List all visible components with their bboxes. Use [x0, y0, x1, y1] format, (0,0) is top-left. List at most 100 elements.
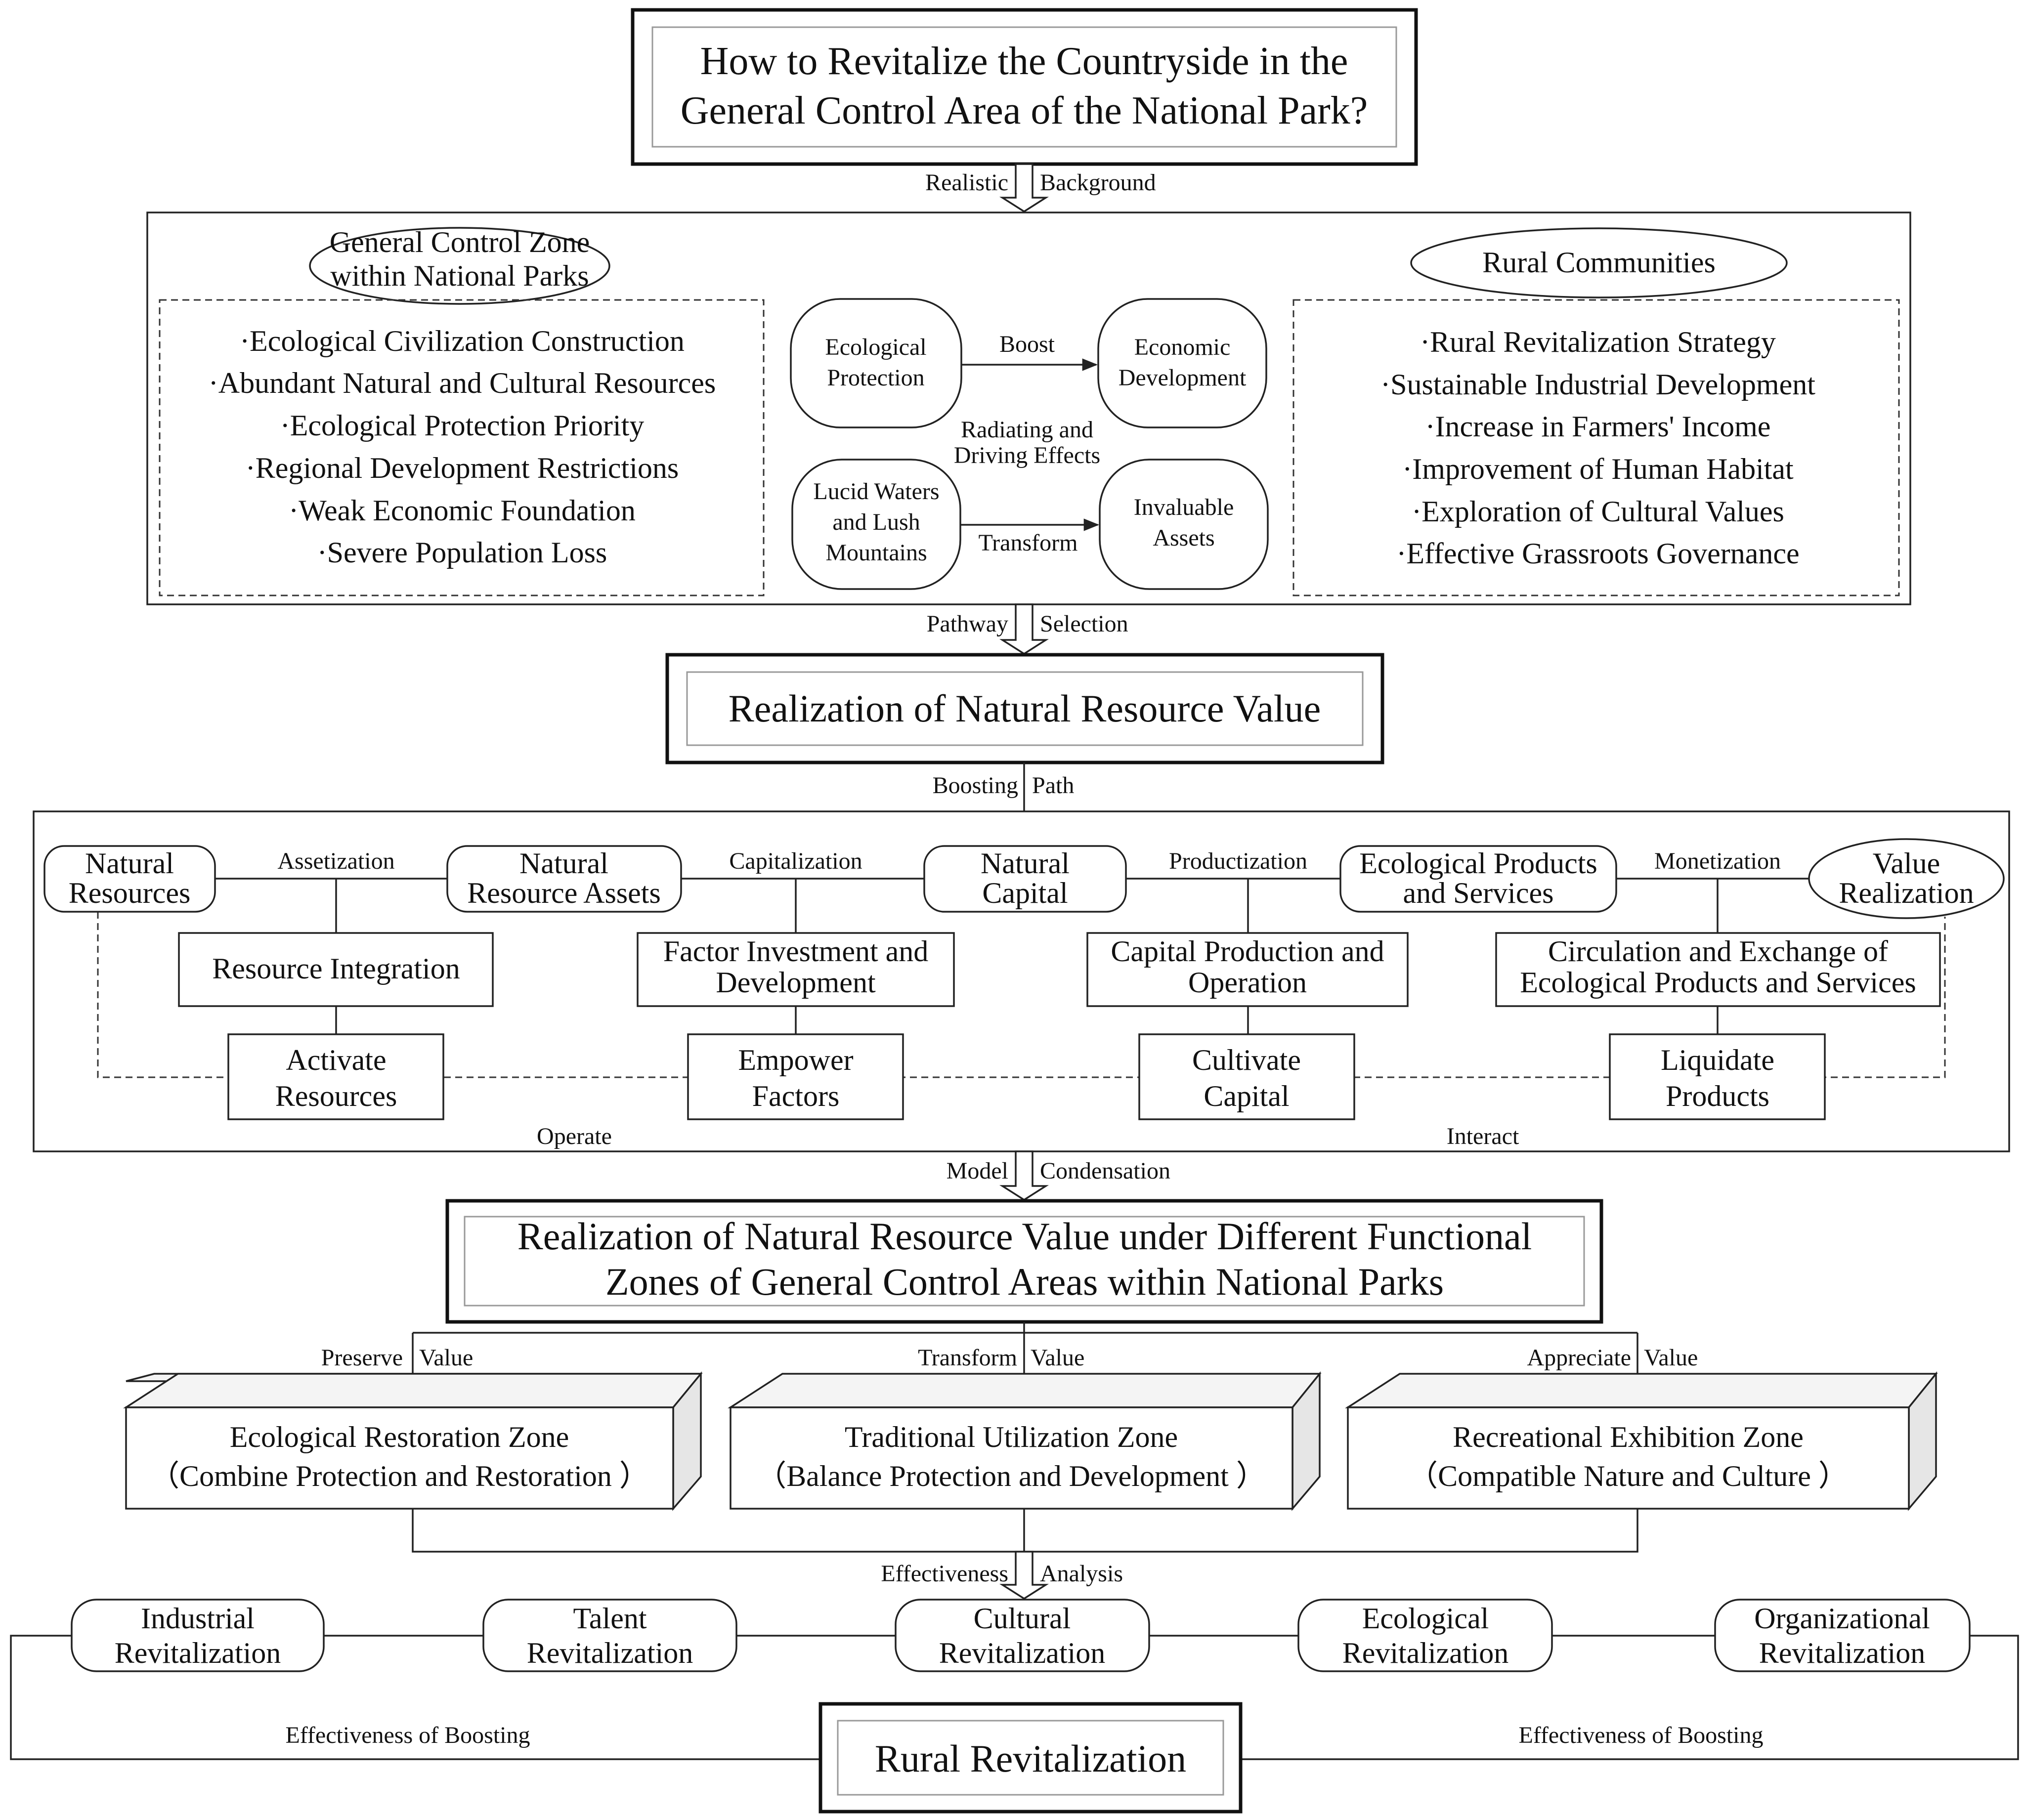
- final-title: Rural Revitalization: [875, 1737, 1186, 1780]
- action-activate-resources: Activate Resources: [227, 1033, 444, 1120]
- economic-development-line2: Development: [1119, 365, 1247, 391]
- action-3-line2: Products: [1666, 1080, 1769, 1112]
- revitalization-0-line2: Revitalization: [115, 1637, 281, 1669]
- left-title-ellipse: [309, 227, 610, 305]
- stage-1-line1: Natural: [519, 847, 608, 880]
- connector-label-selection: Selection: [1040, 611, 1128, 637]
- nrv-title: Realization of Natural Resource Value: [729, 687, 1321, 730]
- process-3-line1: Circulation and Exchange of: [1548, 935, 1888, 968]
- left-item-0: ·Ecological Civilization Construction: [240, 325, 685, 357]
- revitalization-0-line1: Industrial: [141, 1602, 255, 1635]
- action-2-line2: Capital: [1204, 1080, 1289, 1112]
- ecological-protection-node: [790, 298, 962, 428]
- lucid-waters-line3: Mountains: [825, 540, 927, 566]
- stage-2-line1: Natural: [981, 847, 1070, 880]
- zones-title-box: Realization of Natural Resource Value un…: [445, 1199, 1603, 1324]
- process-factor-investment: Factor Investment and Development: [637, 932, 955, 1007]
- zone-2-connector-left: Appreciate: [1527, 1345, 1631, 1371]
- boosting-right-label: Effectiveness of Boosting: [1518, 1722, 1763, 1748]
- revitalization-cultural: Cultural Revitalization: [895, 1599, 1150, 1672]
- lucid-waters-line1: Lucid Waters: [813, 478, 939, 505]
- process-resource-integration: Resource Integration: [178, 932, 494, 1007]
- economic-development-line1: Economic: [1134, 334, 1231, 360]
- left-panel: General Control Zone within National Par…: [159, 226, 765, 596]
- top-question-line2: General Control Area of the National Par…: [681, 89, 1368, 132]
- stage-natural-resources: Natural Resources: [43, 845, 216, 913]
- zone-2-detail: （Compatible Nature and Culture ）: [1408, 1460, 1848, 1492]
- action-3-line1: Liquidate: [1661, 1044, 1774, 1076]
- boost-label: Boost: [999, 331, 1055, 357]
- left-item-2: ·Ecological Protection Priority: [280, 409, 645, 442]
- stage-2-line2: Capital: [982, 877, 1068, 909]
- connector-pathway-selection: Pathway Selection: [927, 603, 1128, 655]
- stage-3-line1: Ecological Products: [1359, 847, 1597, 880]
- process-circulation-exchange: Circulation and Exchange of Ecological P…: [1495, 932, 1941, 1007]
- left-title-line1: General Control Zone: [330, 226, 590, 258]
- action-0-line1: Activate: [286, 1044, 386, 1076]
- process-capital-production: Capital Production and Operation: [1086, 932, 1409, 1007]
- action-cultivate-capital: Cultivate Capital: [1138, 1033, 1355, 1120]
- connector-label-condensation: Condensation: [1040, 1158, 1170, 1184]
- invaluable-assets-line1: Invaluable: [1134, 494, 1234, 520]
- invaluable-assets-node: [1099, 459, 1269, 590]
- zone-1-name: Traditional Utilization Zone: [845, 1421, 1178, 1453]
- zone-recreational-exhibition: Recreational Exhibition Zone （Compatible…: [1345, 1371, 1938, 1511]
- process-1-line2: Development: [716, 966, 876, 999]
- right-item-5: ·Effective Grassroots Governance: [1396, 537, 1799, 570]
- revitalization-talent: Talent Revitalization: [482, 1599, 737, 1672]
- left-item-5: ·Severe Population Loss: [317, 536, 607, 569]
- left-item-4: ·Weak Economic Foundation: [289, 494, 636, 527]
- stage-value-realization: Value Realization: [1808, 838, 2005, 919]
- connector-label-pathway: Pathway: [927, 611, 1008, 637]
- top-question-line1: How to Revitalize the Countryside in the: [700, 40, 1348, 83]
- right-item-3: ·Improvement of Human Habitat: [1402, 453, 1794, 485]
- revitalization-1-line1: Talent: [573, 1602, 646, 1635]
- revitalization-ecological: Ecological Revitalization: [1297, 1599, 1553, 1672]
- revitalization-1-line2: Revitalization: [527, 1637, 693, 1669]
- right-items-box: [1292, 299, 1900, 596]
- connector-boosting-path: Boosting Path: [933, 762, 1074, 811]
- connector-label-realistic: Realistic: [925, 169, 1008, 196]
- zone-1-detail: （Balance Protection and Development ）: [757, 1460, 1266, 1492]
- action-2-line1: Cultivate: [1192, 1044, 1301, 1076]
- right-boost-line: [1241, 1635, 2019, 1760]
- action-0-line2: Resources: [275, 1080, 397, 1112]
- zone-0-detail: （Combine Protection and Restoration ）: [150, 1460, 649, 1492]
- right-item-2: ·Increase in Farmers' Income: [1425, 410, 1771, 443]
- connector-label-path: Path: [1032, 772, 1074, 799]
- process-1-line1: Factor Investment and: [663, 935, 929, 968]
- revitalization-industrial: Industrial Revitalization: [71, 1599, 325, 1672]
- stage-0-line2: Resources: [69, 877, 191, 909]
- revitalization-organizational: Organizational Revitalization: [1714, 1599, 1971, 1672]
- boosting-left-label: Effectiveness of Boosting: [285, 1722, 530, 1748]
- transition-monetization: Monetization: [1654, 848, 1781, 874]
- final-title-box: Rural Revitalization: [818, 1702, 1243, 1814]
- transition-capitalization: Capitalization: [729, 848, 862, 874]
- lucid-waters-line2: and Lush: [832, 509, 920, 535]
- connector-label-effectiveness: Effectiveness: [881, 1561, 1008, 1587]
- zone-traditional-utilization: Traditional Utilization Zone （Balance Pr…: [728, 1371, 1322, 1511]
- revitalization-4-line2: Revitalization: [1759, 1637, 1926, 1669]
- ecological-protection-line1: Ecological: [825, 334, 926, 360]
- zone-2-name: Recreational Exhibition Zone: [1453, 1421, 1804, 1453]
- connector-label-model: Model: [947, 1158, 1008, 1184]
- process-2-line2: Operation: [1188, 966, 1307, 999]
- stage-1-line2: Resource Assets: [467, 877, 661, 909]
- revitalization-3-line2: Revitalization: [1342, 1637, 1509, 1669]
- right-item-4: ·Exploration of Cultural Values: [1412, 495, 1784, 528]
- right-item-1: ·Sustainable Industrial Development: [1380, 368, 1815, 401]
- process-2-line1: Capital Production and: [1111, 935, 1384, 968]
- stage-ecological-products: Ecological Products and Services: [1339, 845, 1617, 913]
- stage-natural-resource-assets: Natural Resource Assets: [446, 845, 682, 913]
- process-0-line1: Resource Integration: [212, 952, 460, 985]
- zones-title-line1: Realization of Natural Resource Value un…: [517, 1215, 1532, 1258]
- radiating-line2: Driving Effects: [954, 442, 1100, 468]
- ecological-protection-line2: Protection: [827, 365, 924, 391]
- right-title: Rural Communities: [1482, 246, 1716, 279]
- transition-assetization: Assetization: [277, 848, 394, 874]
- zone-ecological-restoration: Ecological Restoration Zone （Combine Pro…: [123, 1371, 703, 1511]
- zone-2-connector-right: Value: [1644, 1345, 1698, 1371]
- zones-title-line2: Zones of General Control Areas within Na…: [605, 1260, 1444, 1303]
- stage-natural-capital: Natural Capital: [923, 845, 1127, 913]
- stage-4-line1: Value: [1873, 847, 1940, 880]
